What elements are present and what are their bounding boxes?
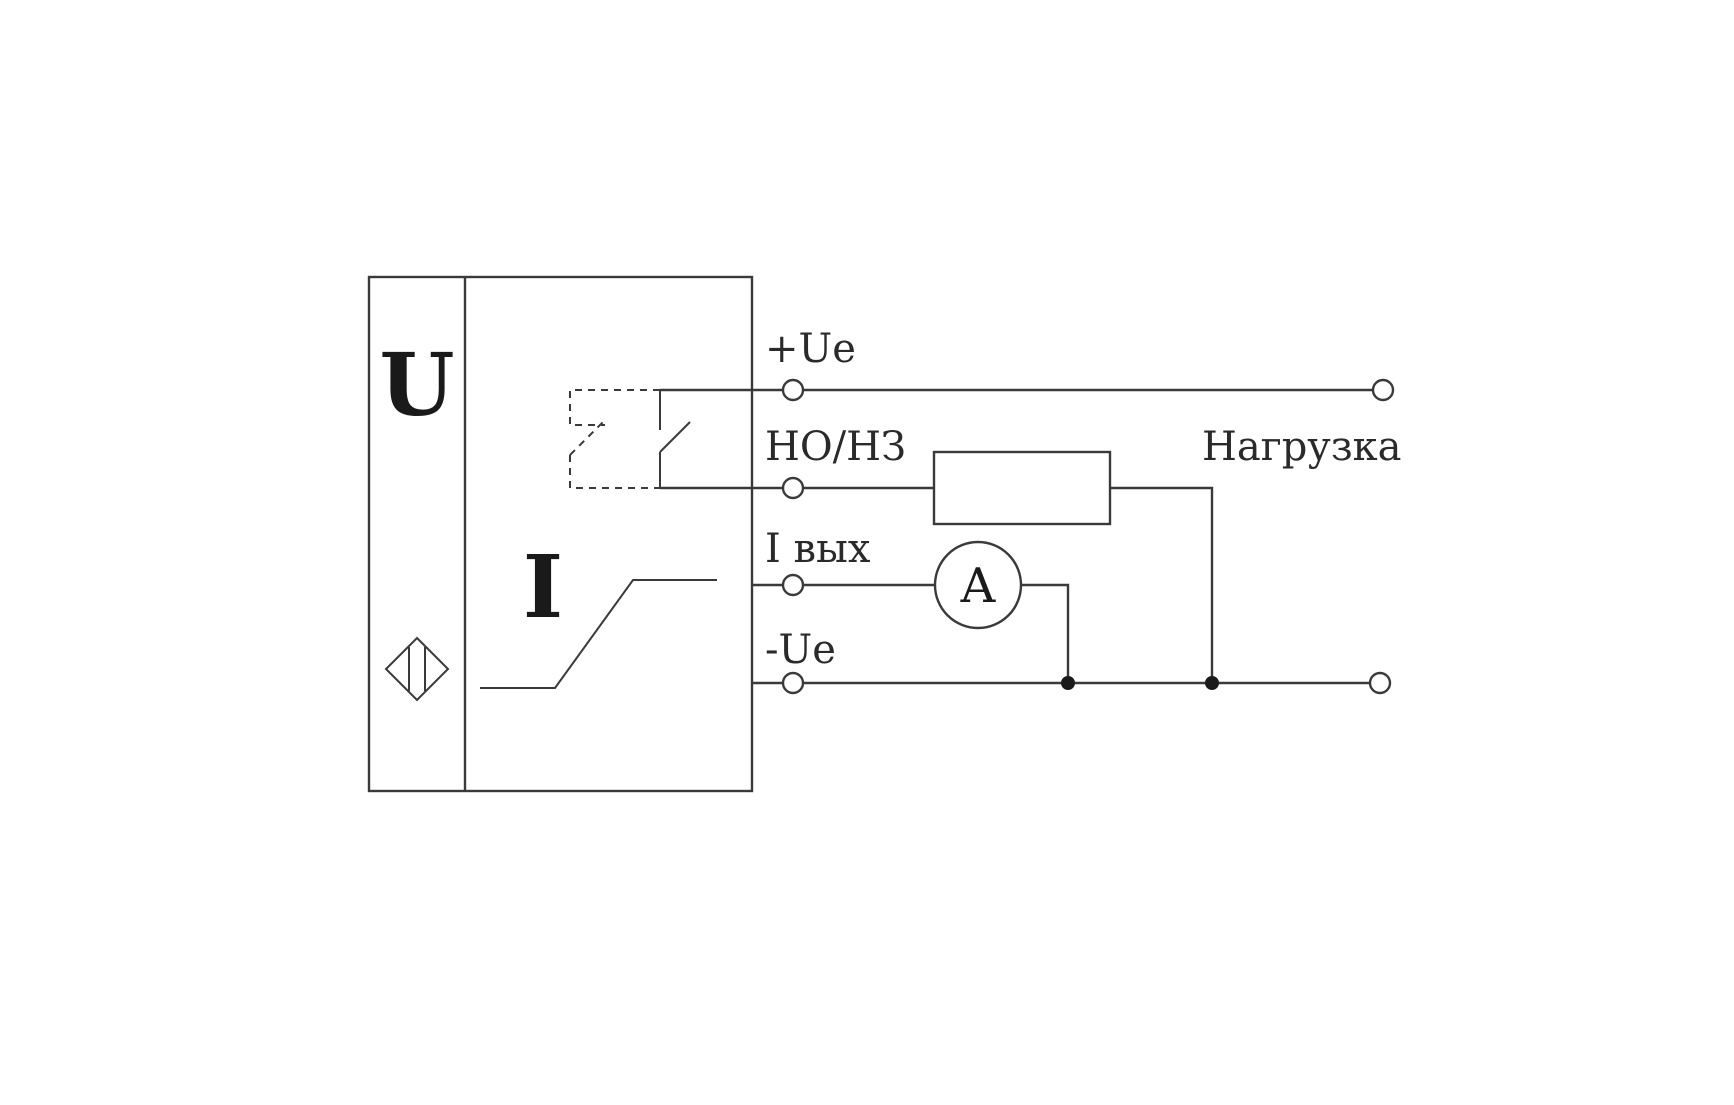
wire-ammeter-return (1021, 583, 1070, 683)
analog-output-ramp-icon (480, 579, 717, 689)
terminal-label-no-nc: НО/НЗ (765, 424, 906, 470)
terminal-minus-ue (781, 671, 805, 695)
load-label: Нагрузка (1202, 424, 1402, 470)
current-symbol: I (523, 537, 563, 638)
terminal-i-out (781, 573, 805, 597)
terminal-label-minus-ue: -Ue (765, 627, 836, 673)
terminal-label-plus-ue: +Ue (765, 326, 856, 372)
junction-node (1205, 676, 1219, 690)
junction-node (1061, 676, 1075, 690)
terminal-label-i-out: I вых (765, 526, 871, 572)
terminal-supply-plus (1371, 378, 1395, 402)
voltage-symbol: U (380, 335, 455, 436)
switch-contact-icon (569, 389, 691, 489)
load-resistor (932, 450, 1112, 526)
inductive-sensor-icon (384, 636, 450, 702)
ammeter-icon: A (933, 540, 1023, 630)
wire-load-return (1110, 486, 1214, 683)
terminal-no-nc (781, 476, 805, 500)
sensor-block (367, 275, 754, 793)
ammeter-label: A (960, 558, 997, 614)
terminal-supply-minus (1368, 671, 1392, 695)
terminal-plus-ue (781, 378, 805, 402)
